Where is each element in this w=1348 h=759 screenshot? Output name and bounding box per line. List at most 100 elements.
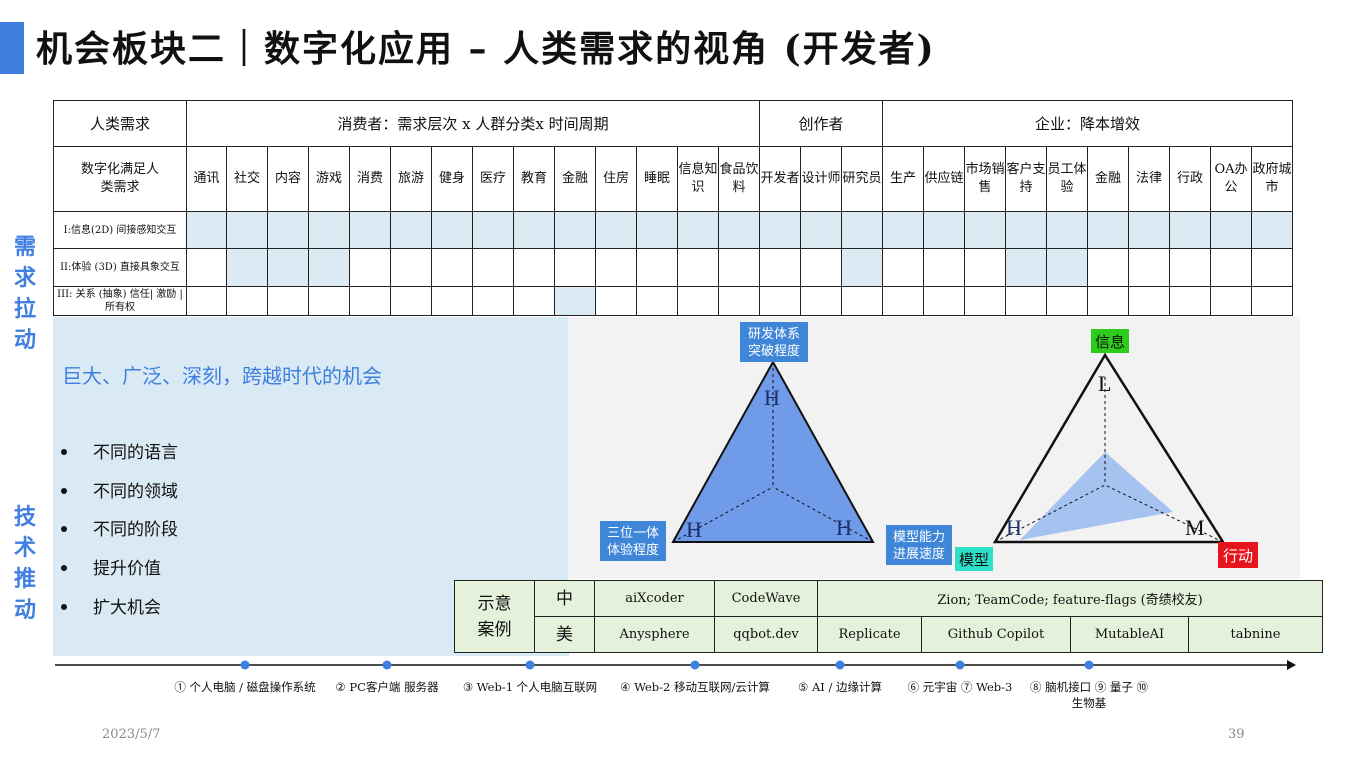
header-enterprise: 企业：降本增效: [882, 100, 1293, 147]
left-left-label: 三位一体体验程度: [607, 526, 659, 558]
matrix-cell: [1169, 248, 1211, 287]
matrix-cell: [595, 211, 637, 249]
column-header: 生产: [882, 146, 924, 212]
matrix-cell: [226, 248, 268, 287]
matrix-cell: [595, 248, 637, 287]
timeline-arrow-icon: [1287, 660, 1296, 670]
right-right-level: M: [1185, 515, 1205, 540]
right-left-level: H: [1006, 515, 1022, 540]
matrix-cell: [390, 248, 432, 287]
matrix-cell: [677, 286, 719, 316]
bullet-dot: [61, 603, 67, 610]
matrix-cell: [1251, 286, 1293, 316]
bullet-text: 不同的语言: [93, 443, 178, 463]
region-us: 美: [534, 616, 595, 653]
matrix-cell: [472, 248, 514, 287]
matrix-cell: [308, 286, 350, 316]
matrix-cell: [718, 248, 760, 287]
timeline-dot: [382, 660, 392, 670]
matrix-cell: [308, 211, 350, 249]
side-char: 动: [13, 597, 36, 623]
cases-label: 示意案例: [454, 580, 535, 653]
column-header: 游戏: [308, 146, 350, 212]
side-char: 动: [13, 327, 36, 353]
side-char: 技: [13, 504, 36, 530]
matrix-cell: [513, 211, 555, 249]
matrix-cell: [677, 248, 719, 287]
right-triangle-fill: [1020, 452, 1173, 540]
row-label-relationship: III: 关系 (抽象) 信任| 激励 | 所有权: [53, 286, 187, 316]
matrix-cell: [841, 211, 883, 249]
matrix-cell: [636, 211, 678, 249]
right-top-level: L: [1098, 371, 1111, 396]
action-tag-box: [1218, 542, 1258, 568]
bullet-text: 不同的阶段: [93, 520, 178, 541]
column-header: 金融: [554, 146, 596, 212]
header-needs: 人类需求: [53, 100, 187, 147]
matrix-cell: [267, 286, 309, 316]
timeline-label: ⑧ 脑机接口 ⑨ 量子 ⑩ 生物基: [1029, 680, 1149, 710]
info-tag: 信息: [1095, 333, 1125, 351]
left-top-label: 研发体系突破程度: [748, 326, 800, 359]
column-header: 政府城市: [1251, 146, 1293, 212]
bullet-list: 不同的语言 不同的领域 不同的阶段 提升价值 扩大机会: [56, 440, 178, 633]
case-cell: Github Copilot: [921, 616, 1071, 653]
matrix-cell: [554, 248, 596, 287]
column-header: 员工体验: [1046, 146, 1088, 212]
bullet-item: 不同的领域: [56, 479, 178, 518]
matrix-cell: [718, 286, 760, 316]
timeline-label: ⑤ AI / 边缘计算: [798, 680, 882, 694]
column-header: 消费: [349, 146, 391, 212]
right-triangle-outline: [992, 352, 1226, 544]
column-header: 住房: [595, 146, 637, 212]
side-char: 需: [13, 234, 36, 260]
timeline-dot: [955, 660, 965, 670]
matrix-cell: [1046, 248, 1088, 287]
matrix-cell: [431, 286, 473, 316]
header-consumer: 消费者：需求层次 x 人群分类x 时间周期: [186, 100, 760, 147]
matrix-cell: [718, 211, 760, 249]
matrix-cell: [472, 211, 514, 249]
matrix-cell: [186, 211, 227, 249]
side-label-demand: 需 求 拉 动: [10, 232, 40, 356]
left-left-level: H: [686, 517, 702, 542]
slide-title: 机会板块二｜数字化应用 – 人类需求的视角 (开发者): [36, 28, 936, 70]
matrix-cell: [1087, 211, 1129, 249]
model-tag: 模型: [959, 551, 989, 569]
column-header: 信息知识: [677, 146, 719, 212]
side-char: 求: [13, 265, 36, 291]
needs-matrix: 人类需求 消费者：需求层次 x 人群分类x 时间周期 创作者 企业：降本增效 数…: [53, 100, 1293, 316]
model-tag-box: [955, 547, 993, 571]
matrix-cell: [1169, 286, 1211, 316]
matrix-cell: [1169, 211, 1211, 249]
timeline-label: ③ Web-1 个人电脑互联网: [462, 680, 598, 694]
matrix-cell: [390, 211, 432, 249]
column-header: 旅游: [390, 146, 432, 212]
bullet-dot: [61, 487, 67, 494]
column-header: 内容: [267, 146, 309, 212]
matrix-cell: [1005, 248, 1047, 287]
matrix-cell: [923, 211, 965, 249]
timeline-dot: [525, 660, 535, 670]
action-tag: 行动: [1223, 547, 1253, 565]
matrix-cell: [964, 286, 1006, 316]
matrix-cell: [677, 211, 719, 249]
timeline-label: ④ Web-2 移动互联网/云计算: [620, 680, 770, 694]
matrix-cell: [882, 286, 924, 316]
matrix-cell: [1210, 286, 1252, 316]
matrix-cell: [595, 286, 637, 316]
side-char: 拉: [13, 296, 36, 322]
matrix-cell: [431, 211, 473, 249]
bullet-item: 不同的阶段: [56, 517, 178, 556]
matrix-cell: [554, 286, 596, 316]
matrix-cell: [841, 248, 883, 287]
matrix-cell: [1251, 248, 1293, 287]
bullet-dot: [61, 565, 67, 572]
column-header: 法律: [1128, 146, 1170, 212]
row-label-experience: II:体验 (3D) 直接具象交互: [53, 248, 187, 287]
side-char: 推: [13, 566, 36, 592]
case-cell: aiXcoder: [594, 580, 715, 617]
region-cn: 中: [534, 580, 595, 617]
bullet-dot: [61, 526, 67, 533]
matrix-cell: [1128, 286, 1170, 316]
